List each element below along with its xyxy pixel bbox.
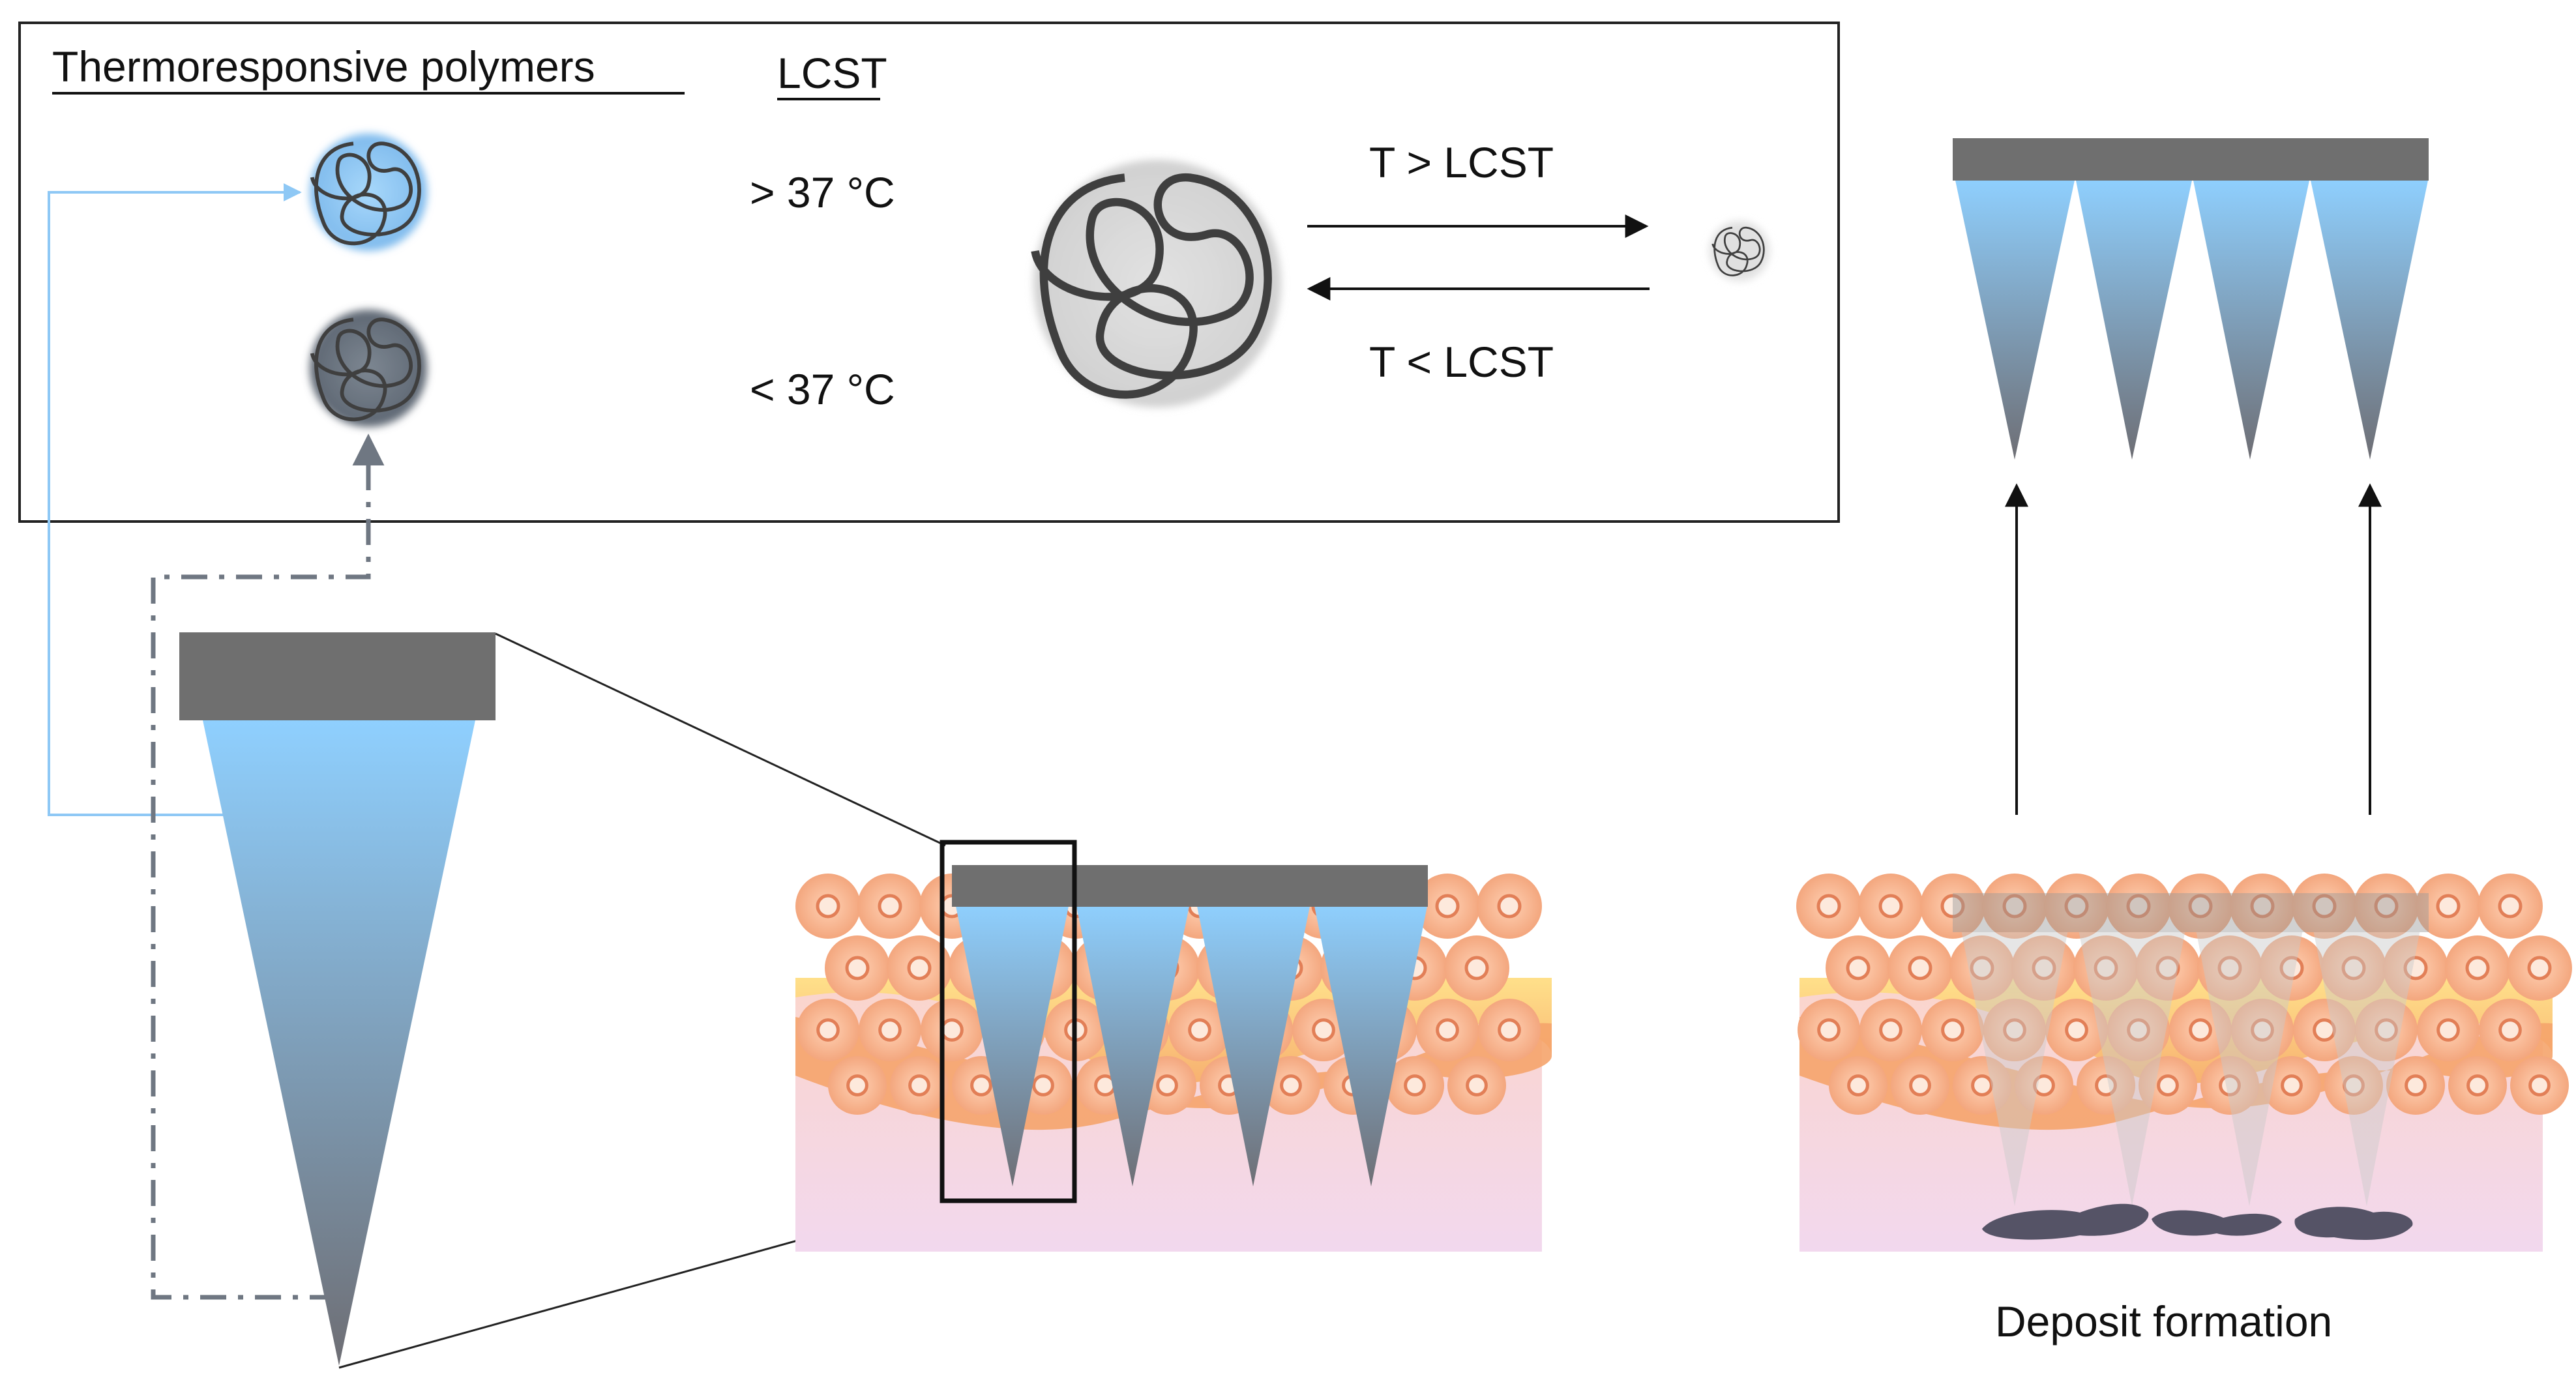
cell-nucleus: [2465, 956, 2490, 980]
cell-nucleus: [908, 1074, 930, 1096]
microneedle-array-inserted: [952, 865, 1428, 1186]
cell-nucleus: [2095, 1074, 2117, 1096]
polymer-coil-large-icon: [1033, 160, 1281, 407]
cell-nucleus: [846, 1074, 868, 1096]
cell-nucleus: [2374, 894, 2399, 919]
cell-nucleus: [1404, 1074, 1426, 1096]
cell-nucleus: [2094, 956, 2118, 980]
cell-nucleus: [2155, 956, 2180, 980]
cell-nucleus: [1970, 956, 1994, 980]
cell-nucleus: [1878, 894, 1903, 919]
cell-nucleus: [2466, 1074, 2489, 1096]
cell-nucleus: [2126, 894, 2151, 919]
cell-nucleus: [845, 956, 870, 980]
cell-nucleus: [2436, 894, 2461, 919]
cell-nucleus: [2250, 894, 2275, 919]
cell-nucleus: [2157, 1074, 2179, 1096]
cell-nucleus: [2281, 1074, 2303, 1096]
cell-nucleus: [1971, 1074, 1993, 1096]
cell-nucleus: [2403, 956, 2428, 980]
cell-nucleus: [2527, 956, 2552, 980]
cell-nucleus: [2343, 1074, 2365, 1096]
cell-nucleus: [878, 1018, 902, 1042]
cell-nucleus: [1497, 894, 1522, 919]
cell-nucleus: [940, 1018, 964, 1042]
microneedle-backing: [179, 632, 496, 720]
deposit-caption: Deposit formation: [1995, 1297, 2332, 1346]
cell-nucleus: [2217, 956, 2242, 980]
cell-nucleus: [1435, 894, 1460, 919]
skin-with-deposits: [1796, 874, 2572, 1252]
cell-nucleus: [1032, 1074, 1054, 1096]
cell-nucleus: [1940, 894, 1965, 919]
cell-nucleus: [816, 1018, 840, 1042]
cell-nucleus: [2341, 956, 2366, 980]
cell-nucleus: [2032, 956, 2056, 980]
cell-nucleus: [816, 894, 840, 919]
cell-nucleus: [2064, 894, 2089, 919]
cell-nucleus: [2312, 894, 2337, 919]
cell-nucleus: [2188, 894, 2213, 919]
cell-nucleus: [2251, 1018, 2274, 1042]
cell-nucleus: [970, 1074, 992, 1096]
zoom-highlight-frame: [940, 840, 1077, 1203]
polymer-collapsed-icon: [310, 310, 427, 427]
needle-to-swollen-connector: [48, 183, 302, 816]
lcst-header: LCST: [777, 49, 887, 97]
needle-ghost-tracks: [1953, 893, 2429, 1206]
cell-nucleus: [1909, 1074, 1931, 1096]
cell-nucleus: [1879, 1018, 1902, 1042]
cell-nucleus: [2313, 1018, 2336, 1042]
cell-nucleus: [878, 894, 902, 919]
cell-nucleus: [2436, 1018, 2460, 1042]
polymer-deposits: [1982, 1203, 2413, 1241]
cell-nucleus: [2003, 1018, 2026, 1042]
cell-nucleus: [2002, 894, 2027, 919]
below-lcst-temp: < 37 °C: [750, 365, 895, 413]
legend-title: Thermoresponsive polymers: [52, 42, 595, 91]
cooling-label: T < LCST: [1369, 338, 1554, 386]
zoom-line-top: [495, 632, 946, 847]
cell-nucleus: [1908, 956, 1932, 980]
cell-nucleus: [2279, 956, 2304, 980]
cell-nucleus: [1280, 1074, 1302, 1096]
cell-nucleus: [2219, 1074, 2241, 1096]
microneedle-shaft: [202, 717, 476, 1366]
heating-label: T > LCST: [1369, 138, 1554, 186]
cell-nucleus: [907, 956, 932, 980]
cell-nucleus: [1817, 1018, 1841, 1042]
polymer-swollen-icon: [310, 134, 427, 251]
cell-nucleus: [1436, 1018, 1459, 1042]
cell-nucleus: [1941, 1018, 1964, 1042]
cell-nucleus: [2528, 1074, 2551, 1096]
legend-panel: Thermoresponsive polymers LCST > 37 °C <…: [18, 22, 1840, 523]
skin-cells-right: [1796, 874, 2572, 1115]
cell-nucleus: [2375, 1018, 2398, 1042]
cell-nucleus: [1156, 1074, 1178, 1096]
cell-nucleus: [1464, 956, 1489, 980]
tip-to-collapsed-connector: [151, 434, 385, 1300]
polymer-globule-small-icon: [1710, 221, 1769, 281]
cell-nucleus: [1466, 1074, 1488, 1096]
cell-nucleus: [2405, 1074, 2427, 1096]
cell-nucleus: [1498, 1018, 1521, 1042]
above-lcst-temp: > 37 °C: [750, 168, 895, 216]
cell-nucleus: [2189, 1018, 2212, 1042]
cell-nucleus: [2033, 1074, 2055, 1096]
cell-nucleus: [2065, 1018, 2088, 1042]
legend-frame: [18, 22, 1840, 523]
cell-nucleus: [1847, 1074, 1869, 1096]
cell-nucleus: [1188, 1018, 1211, 1042]
cell-nucleus: [2498, 1018, 2522, 1042]
cell-nucleus: [1312, 1018, 1335, 1042]
cell-nucleus: [2127, 1018, 2150, 1042]
skin-with-microneedle-array: [795, 840, 1552, 1252]
cell-nucleus: [1846, 956, 1871, 980]
microneedle-array-free: [1953, 138, 2429, 460]
cell-nucleus: [1816, 894, 1841, 919]
cell-nucleus: [2498, 894, 2523, 919]
enlarged-microneedle: [179, 632, 496, 1366]
